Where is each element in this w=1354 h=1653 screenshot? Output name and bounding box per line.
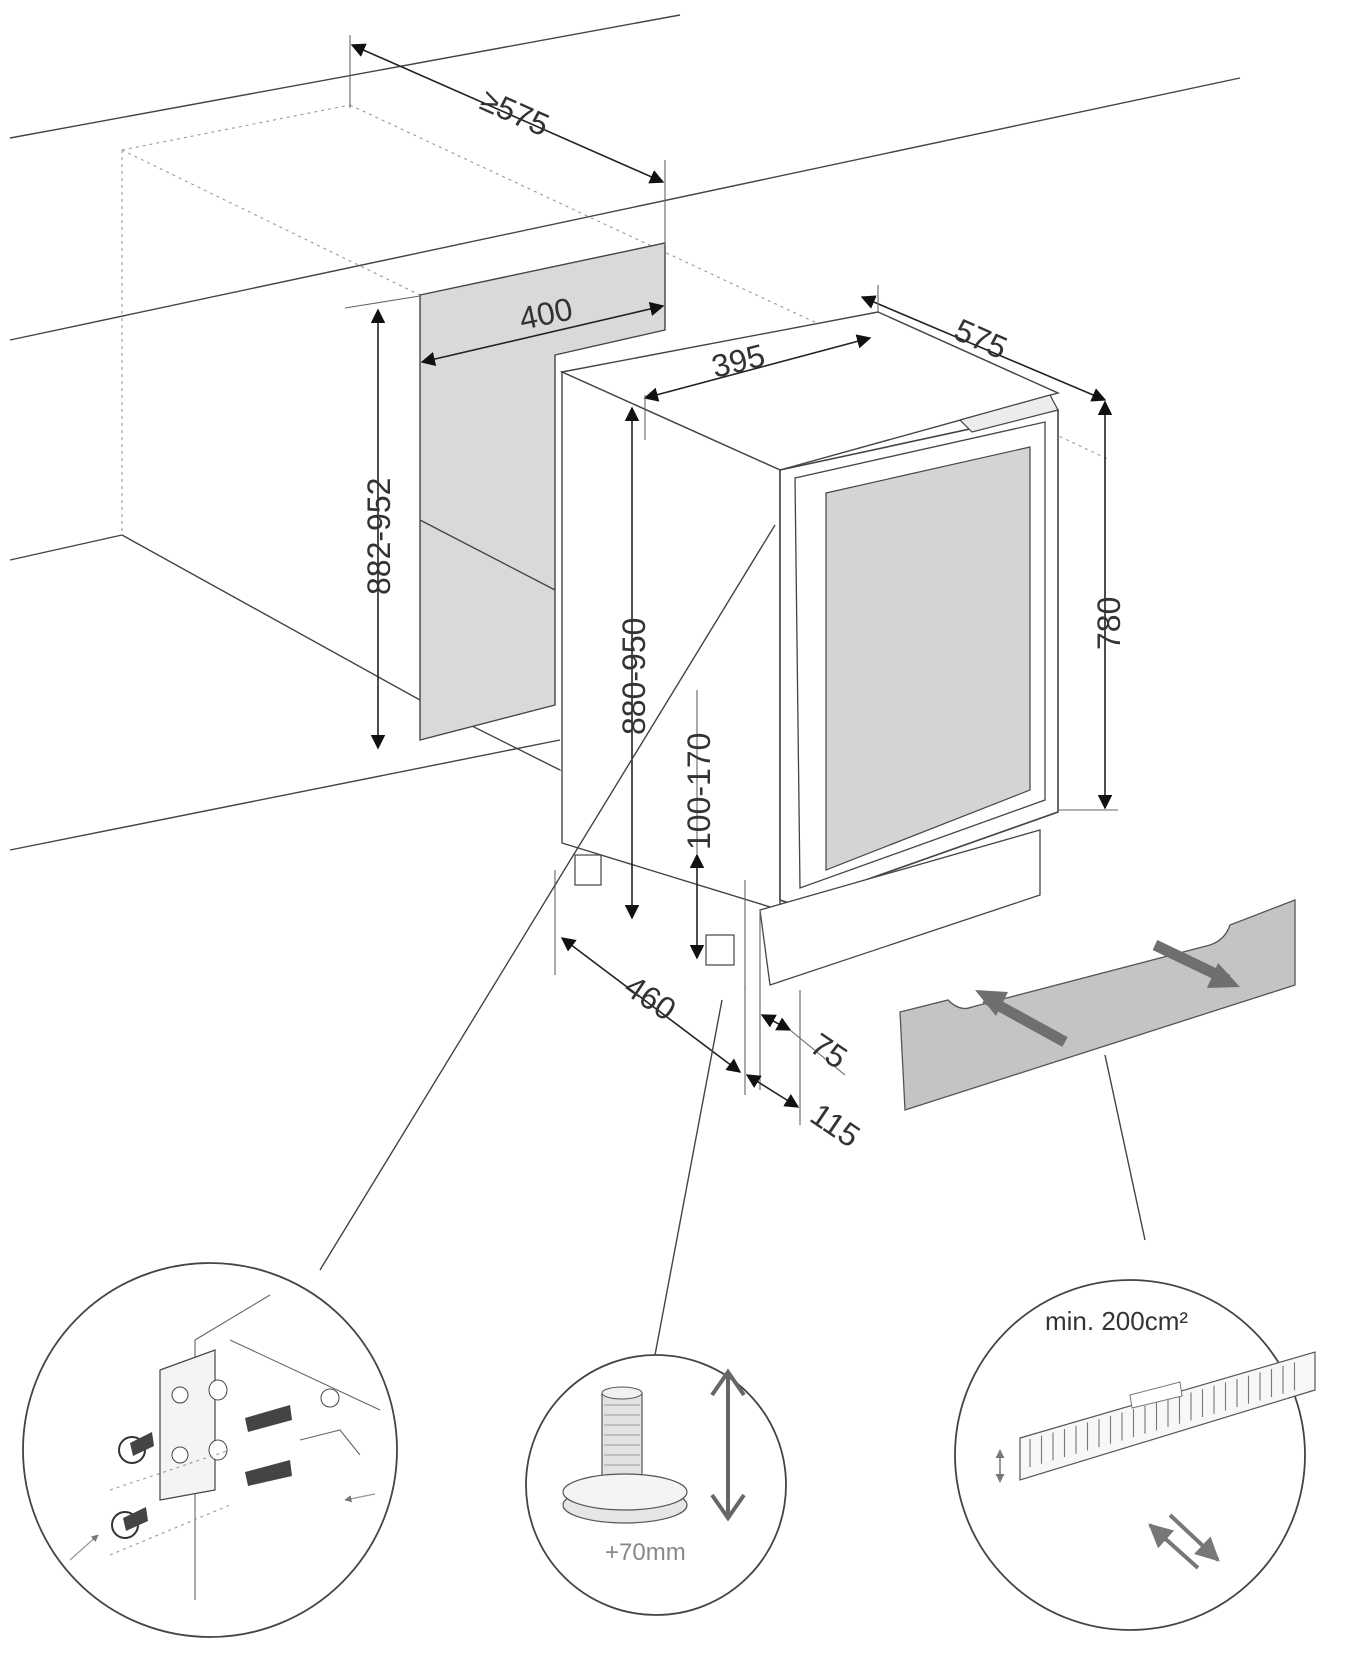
screw-icon (111, 1405, 292, 1539)
label-appliance-height: 880-950 (616, 618, 652, 735)
vent-airflow-arrows (975, 940, 1240, 1047)
detail-ventilation: min. 200cm² (954, 1279, 1316, 1631)
label-plinth-height: 100-170 (681, 733, 717, 850)
detail-foot: +70mm (525, 1354, 787, 1616)
bracket-illustration (159, 1294, 381, 1600)
foot-adjust-label: +70mm (605, 1539, 686, 1566)
detail-bracket (22, 1262, 398, 1638)
label-recess-a: 75 (804, 1026, 854, 1076)
ventilation-area-label: min. 200cm² (1045, 1306, 1188, 1336)
vent-grille-icon (1019, 1351, 1316, 1481)
label-niche-depth: ≥575 (475, 82, 554, 144)
height-adjust-arrow-icon (710, 1368, 746, 1522)
airflow-arrows-icon (1148, 1513, 1220, 1570)
adjustable-foot-icon (562, 1386, 688, 1524)
label-recess-b: 115 (804, 1096, 866, 1154)
insert-arrow-icon (69, 1449, 376, 1561)
label-door-height: 780 (1091, 597, 1127, 650)
leader-lines (319, 524, 1146, 1356)
label-base-depth: 460 (618, 968, 682, 1028)
vent-panel (899, 899, 1296, 1111)
dimension-lines (344, 35, 1118, 1125)
label-niche-height: 882-952 (361, 478, 397, 595)
